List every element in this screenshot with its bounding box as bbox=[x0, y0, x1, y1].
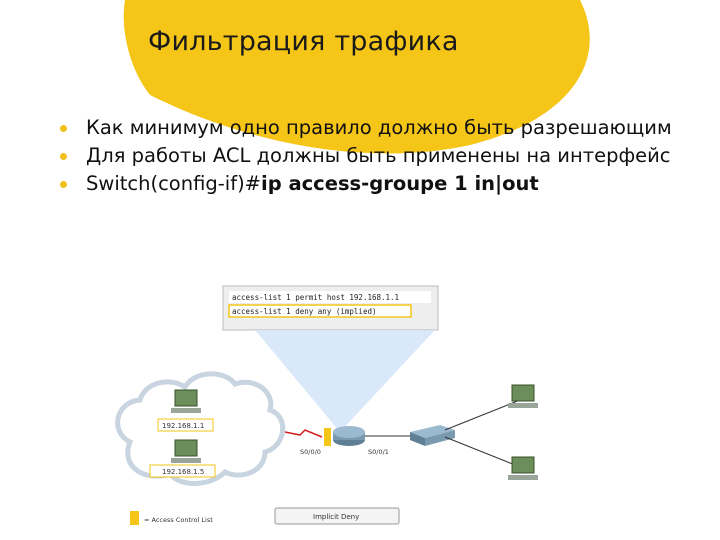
bullet-item: Как минимум одно правило должно быть раз… bbox=[60, 116, 700, 140]
network-diagram: access-list 1 permit host 192.168.1.1 ac… bbox=[115, 285, 538, 525]
link-switch-pc1 bbox=[444, 399, 521, 431]
command-bold: ip access-groupe 1 in|out bbox=[261, 172, 539, 195]
bullet-item: Switch(config-if)#ip access-groupe 1 in|… bbox=[60, 172, 700, 196]
interface-label: S0/0/1 bbox=[368, 448, 389, 456]
implicit-deny-box bbox=[274, 507, 400, 525]
acl-line-1-box bbox=[229, 291, 431, 303]
serial-link bbox=[284, 429, 323, 438]
bullet-dot-icon bbox=[60, 153, 67, 160]
bullet-item: Для работы ACL должны быть применены на … bbox=[60, 144, 700, 168]
pc-icon bbox=[508, 384, 538, 408]
host-label: 192.168.1.5 bbox=[162, 468, 204, 476]
interface-label: S0/0/0 bbox=[300, 448, 321, 456]
pc-icon bbox=[171, 389, 201, 413]
host-label: 192.168.1.1 bbox=[162, 422, 204, 430]
legend-label: = Access Control List bbox=[144, 516, 213, 524]
acl-marker bbox=[324, 428, 331, 446]
switch-icon bbox=[410, 425, 455, 446]
implicit-deny-label: Implicit Deny bbox=[313, 513, 359, 521]
host-label-box bbox=[149, 464, 216, 478]
spotlight-beam bbox=[255, 330, 435, 432]
bullet-text: Как минимум одно правило должно быть раз… bbox=[86, 116, 672, 139]
pc-icon bbox=[508, 456, 538, 480]
bullet-dot-icon bbox=[60, 181, 67, 188]
command-prefix: Switch(config-if)# bbox=[86, 172, 262, 195]
slide-title: Фильтрация трафика bbox=[148, 26, 459, 57]
bullet-list: Как минимум одно правило должно быть раз… bbox=[60, 116, 700, 200]
legend-acl-swatch bbox=[130, 511, 139, 525]
pc-icon bbox=[171, 439, 201, 463]
acl-line-2: access-list 1 deny any (implied) bbox=[232, 307, 377, 316]
link-switch-pc2 bbox=[444, 436, 521, 468]
bullet-text: Для работы ACL должны быть применены на … bbox=[86, 144, 671, 167]
host-label-box bbox=[157, 418, 214, 432]
acl-line-2-box bbox=[228, 304, 412, 318]
bullet-dot-icon bbox=[60, 125, 67, 132]
router-icon bbox=[333, 426, 365, 446]
acl-line-1: access-list 1 permit host 192.168.1.1 bbox=[232, 293, 399, 302]
